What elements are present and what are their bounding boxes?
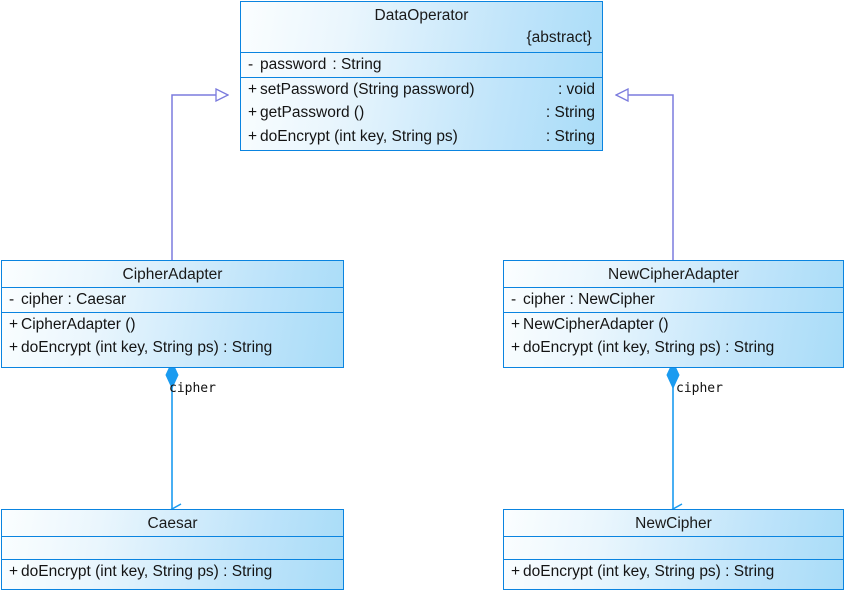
- visibility-marker: +: [511, 315, 521, 333]
- attribute-signature: cipher : Caesar: [21, 291, 127, 309]
- class-header-dataoperator: DataOperator {abstract}: [241, 2, 602, 52]
- attribute-signature: cipher : NewCipher: [523, 291, 655, 309]
- class-operations-newcipher: +doEncrypt (int key, String ps) : String: [504, 559, 843, 584]
- visibility-marker: +: [248, 127, 258, 145]
- class-attributes-dataoperator: -password : String: [241, 52, 602, 77]
- visibility-marker: -: [511, 291, 517, 309]
- class-header-newcipheradapter: NewCipherAdapter: [504, 261, 843, 287]
- class-operations-caesar: +doEncrypt (int key, String ps) : String: [2, 559, 343, 584]
- class-header-newcipher: NewCipher: [504, 510, 843, 536]
- attribute-signature: password: [260, 56, 327, 74]
- operation-signature: CipherAdapter (): [21, 315, 136, 333]
- visibility-marker: +: [9, 339, 19, 357]
- class-box-dataoperator[interactable]: DataOperator {abstract} -password : Strin…: [240, 1, 603, 151]
- operation-row: +setPassword (String password) : void: [241, 78, 602, 102]
- generalization-newcipheradapter-dataoperator[interactable]: [616, 95, 674, 260]
- attribute-row: -cipher : Caesar: [2, 288, 343, 312]
- attribute-row: -password : String: [241, 53, 602, 77]
- operation-signature: doEncrypt (int key, String ps) : String: [21, 563, 273, 581]
- association-label-cipher-left: cipher: [169, 381, 216, 396]
- class-header-caesar: Caesar: [2, 510, 343, 536]
- class-attributes-cipheradapter: -cipher : Caesar: [2, 287, 343, 312]
- visibility-marker: +: [248, 80, 258, 98]
- class-name-newcipheradapter: NewCipherAdapter: [608, 266, 739, 283]
- operation-row: +CipherAdapter (): [2, 313, 343, 337]
- operation-row: +doEncrypt (int key, String ps) : String: [504, 336, 843, 360]
- operation-row: +getPassword () : String: [241, 101, 602, 125]
- association-label-cipher-right: cipher: [676, 381, 723, 396]
- operation-signature: doEncrypt (int key, String ps) : String: [21, 339, 273, 357]
- class-box-cipheradapter[interactable]: CipherAdapter -cipher : Caesar +CipherAd…: [1, 260, 344, 368]
- class-operations-cipheradapter: +CipherAdapter () +doEncrypt (int key, S…: [2, 311, 343, 360]
- attribute-type: : String: [332, 56, 382, 74]
- class-name-caesar: Caesar: [147, 515, 198, 532]
- class-operations-dataoperator: +setPassword (String password): void +ge…: [241, 76, 602, 149]
- visibility-marker: -: [9, 291, 15, 309]
- operation-return-type: : String: [545, 127, 595, 145]
- attribute-row: -cipher : NewCipher: [504, 288, 843, 312]
- visibility-marker: +: [9, 315, 19, 333]
- operation-row: +doEncrypt (int key, String ps) : String: [2, 336, 343, 360]
- class-box-newcipheradapter[interactable]: NewCipherAdapter -cipher : NewCipher +Ne…: [503, 260, 844, 368]
- visibility-marker: +: [511, 339, 521, 357]
- operation-row: +doEncrypt (int key, String ps) : String: [241, 125, 602, 149]
- operation-row: +doEncrypt (int key, String ps) : String: [504, 560, 843, 584]
- visibility-marker: +: [9, 563, 19, 581]
- class-box-caesar[interactable]: Caesar +doEncrypt (int key, String ps) :…: [1, 509, 344, 590]
- operation-return-type: : String: [545, 104, 595, 122]
- visibility-marker: +: [511, 563, 521, 581]
- class-operations-newcipheradapter: +NewCipherAdapter () +doEncrypt (int key…: [504, 311, 843, 360]
- class-attributes-newcipher: [504, 536, 843, 559]
- operation-signature: NewCipherAdapter (): [523, 315, 669, 333]
- operation-row: +doEncrypt (int key, String ps) : String: [2, 560, 343, 584]
- operation-row: +NewCipherAdapter (): [504, 313, 843, 337]
- attribute-row-empty: [2, 537, 343, 559]
- class-attributes-newcipheradapter: -cipher : NewCipher: [504, 287, 843, 312]
- operation-signature: doEncrypt (int key, String ps) : String: [523, 339, 775, 357]
- class-name-cipheradapter: CipherAdapter: [122, 266, 223, 283]
- operation-signature: doEncrypt (int key, String ps) : String: [523, 563, 775, 581]
- class-header-cipheradapter: CipherAdapter: [2, 261, 343, 287]
- visibility-marker: +: [248, 104, 258, 122]
- class-box-newcipher[interactable]: NewCipher +doEncrypt (int key, String ps…: [503, 509, 844, 590]
- class-attributes-caesar: [2, 536, 343, 559]
- class-name-dataoperator: DataOperator: [374, 7, 469, 24]
- operation-return-type: : void: [557, 80, 595, 98]
- class-stereotype-dataoperator: {abstract}: [526, 29, 593, 47]
- class-name-newcipher: NewCipher: [635, 515, 712, 532]
- operation-signature: doEncrypt (int key, String ps): [260, 127, 458, 145]
- visibility-marker: -: [248, 56, 254, 74]
- operation-signature: getPassword (): [260, 104, 365, 122]
- generalization-cipheradapter-dataoperator[interactable]: [171, 95, 228, 260]
- attribute-row-empty: [504, 537, 843, 559]
- operation-signature: setPassword (String password): [260, 80, 475, 98]
